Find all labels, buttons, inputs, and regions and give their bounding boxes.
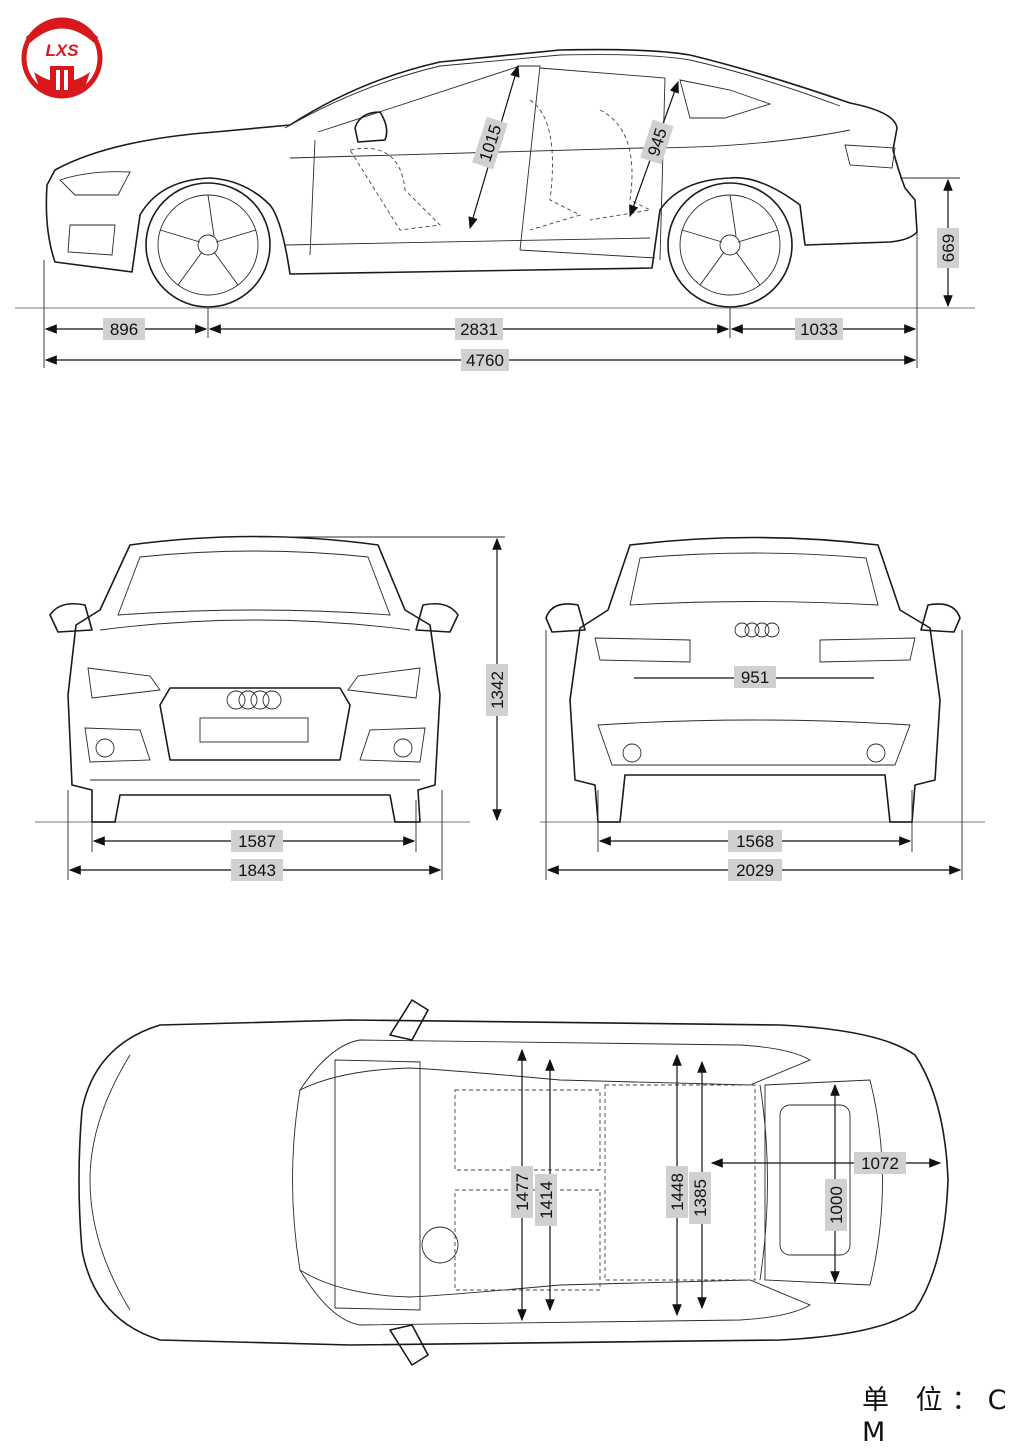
length-label: 4760 — [466, 351, 504, 370]
rear-wheel — [667, 182, 793, 308]
wheelbase-label: 2831 — [460, 320, 498, 339]
front-track-label: 1587 — [238, 832, 276, 851]
front-shoulder-label: 1477 — [513, 1173, 532, 1211]
width-label: 1843 — [238, 861, 276, 880]
rear-track-label: 1568 — [736, 832, 774, 851]
front-elbow-label: 1414 — [537, 1181, 556, 1219]
front-view: 1587 1843 1342 — [35, 535, 508, 881]
four-rings-icon — [226, 690, 282, 710]
mirror-width-label: 2029 — [736, 861, 774, 880]
rear-elbow-label: 1385 — [691, 1179, 710, 1217]
brand-logo: LXS — [21, 17, 103, 99]
trunk-opening-label: 951 — [741, 668, 769, 687]
four-rings-rear-icon — [734, 622, 780, 638]
top-view: 1477 1414 1448 1385 1072 1000 — [78, 999, 949, 1366]
rear-shoulder-label: 1448 — [668, 1173, 687, 1211]
rear-overhang-label: 1033 — [800, 320, 838, 339]
trunk-length-label: 1072 — [861, 1154, 899, 1173]
rear-headroom-label: 945 — [644, 126, 671, 159]
unit-label: 单 位：C M — [862, 1385, 1016, 1448]
front-overhang-label: 896 — [110, 320, 138, 339]
rear-view: 951 1568 2029 — [540, 536, 985, 881]
front-wheel — [145, 182, 271, 308]
height-label: 1342 — [488, 671, 507, 709]
side-view: 896 2831 1033 4760 669 1015 945 — [15, 48, 975, 371]
logo-text: LXS — [45, 41, 79, 60]
rear-height-label: 669 — [939, 234, 958, 262]
trunk-width-label: 1000 — [827, 1186, 846, 1224]
